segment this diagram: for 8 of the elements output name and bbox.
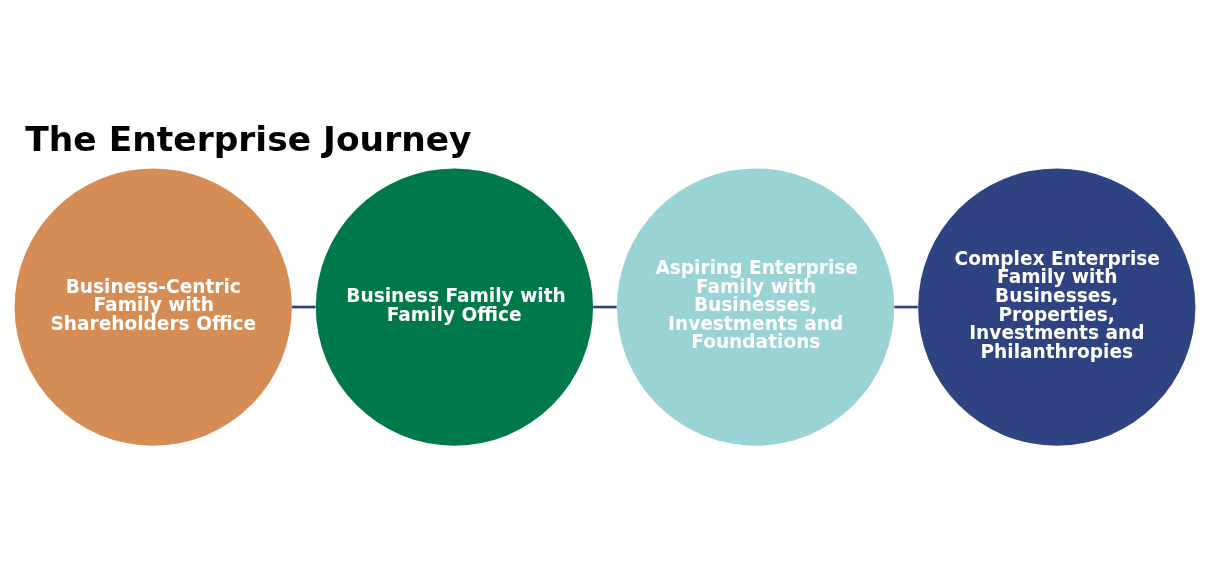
node-circle: Complex Enterprise Family with Businesses, Properties, Investments and Philanthropies bbox=[918, 168, 1196, 446]
node-circle: Business Family with Family Office bbox=[315, 168, 594, 446]
connector bbox=[593, 305, 617, 309]
connector bbox=[894, 305, 918, 309]
node-circle: Aspiring Enterprise Family with Businesses, Investments and Foundations bbox=[616, 168, 895, 446]
node-circle: Business-Centric Family with Shareholders Office bbox=[14, 168, 292, 446]
connector bbox=[292, 305, 316, 309]
diagram-title: The Enterprise Journey bbox=[25, 118, 472, 159]
